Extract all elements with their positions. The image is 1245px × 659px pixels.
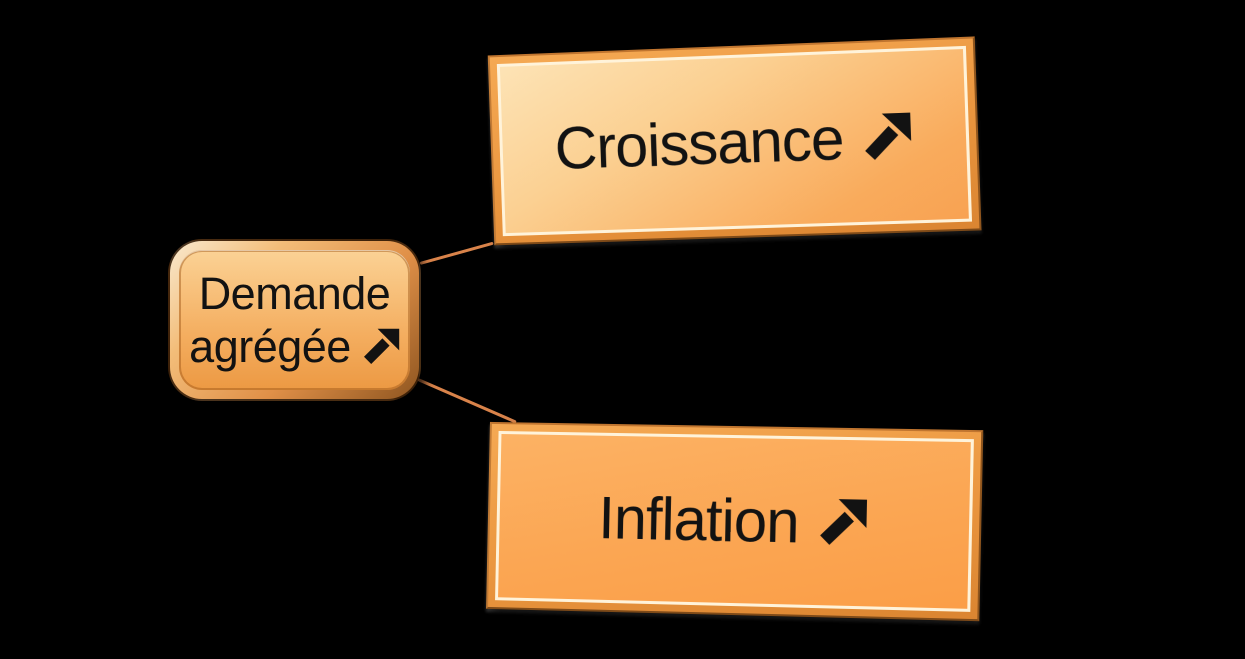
node-body: Demande agrégée [179, 250, 410, 390]
beveled-frame: Inflation [486, 421, 984, 622]
node-label: Croissance [553, 104, 845, 182]
connector-root-to-croissance [419, 241, 494, 265]
node-inflation: Inflation [486, 421, 984, 622]
node-label: Inflation [597, 484, 800, 556]
node-label: Demande agrégée [189, 267, 391, 372]
up-right-arrow-icon [363, 328, 400, 364]
node-body: Croissance [499, 49, 969, 234]
node-demande-agregee: Demande agrégée [168, 239, 421, 401]
up-right-arrow-icon [863, 112, 912, 160]
beveled-frame: Croissance [487, 36, 982, 246]
node-body: Inflation [498, 433, 971, 609]
node-croissance: Croissance [487, 36, 982, 246]
up-right-arrow-icon [819, 498, 867, 546]
connector-root-to-inflation [417, 378, 517, 424]
